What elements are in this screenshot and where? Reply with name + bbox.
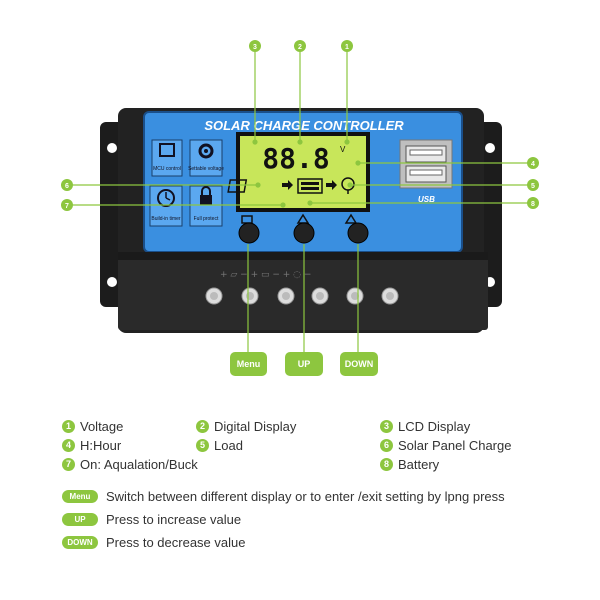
svg-text:DOWN: DOWN: [345, 359, 374, 369]
mcu-icon: [151, 139, 183, 177]
callout-1: 1: [341, 40, 353, 52]
terminal-screws: [205, 287, 399, 305]
svg-text:8: 8: [531, 201, 535, 208]
callout-8: 8: [527, 197, 539, 209]
timer-label: Build-in timer: [151, 216, 181, 222]
legend-text-load: Load: [214, 438, 243, 453]
lcd-arrow-icon-2: [326, 180, 337, 190]
protect-label: Full protect: [194, 216, 219, 222]
note-text-down: Press to decrease value: [106, 535, 246, 550]
lcd-unit: V: [340, 145, 346, 154]
callout-7: 7: [61, 199, 73, 211]
lcd-battery-icon: [297, 178, 323, 194]
legend-item-hour: 4 H:Hour: [62, 438, 121, 453]
svg-text:7: 7: [65, 203, 69, 210]
right-top-mount-hole: [485, 143, 495, 153]
legend-text-aqualation: On: Aqualation/Buck: [80, 457, 198, 472]
lcd-screen: [236, 132, 370, 212]
legend-num-5: 5: [196, 439, 209, 452]
voltage-label: Settable voltage: [188, 166, 224, 172]
up-tag: UP: [285, 352, 323, 376]
legend-item-load: 5 Load: [196, 438, 243, 453]
menu-physical-button[interactable]: [238, 222, 260, 244]
callout-6: 6: [61, 179, 73, 191]
down-tag: DOWN: [340, 352, 378, 376]
terminal-block: [118, 252, 488, 330]
legend-num-2: 2: [196, 420, 209, 433]
lcd-value: 88.8: [262, 142, 329, 175]
svg-text:1: 1: [345, 44, 349, 51]
legend-text-battery: Battery: [398, 457, 440, 472]
note-menu: Menu Switch between different display or…: [62, 489, 505, 504]
legend-item-battery: 8 Battery: [380, 457, 439, 472]
svg-text:5: 5: [531, 183, 535, 190]
legend-text-digital-display: Digital Display: [214, 419, 297, 434]
legend-item-aqualation: 7 On: Aqualation/Buck: [62, 457, 198, 472]
terminal-symbols: + ▱ − + ▭ − + ◌ −: [220, 270, 311, 280]
lcd-arrow-icon: [282, 180, 293, 190]
legend-item-voltage: 1 Voltage: [62, 419, 123, 434]
legend-item-digital-display: 2 Digital Display: [196, 419, 296, 434]
svg-text:6: 6: [65, 183, 69, 190]
legend-text-solar-panel-charge: Solar Panel Charge: [398, 438, 512, 453]
callout-5: 5: [527, 179, 539, 191]
svg-text:Menu: Menu: [237, 359, 261, 369]
timer-clock-icon: [149, 185, 183, 227]
protect-lock-icon: [189, 185, 223, 227]
legend-text-hour: H:Hour: [80, 438, 122, 453]
legend-num-4: 4: [62, 439, 75, 452]
legend-item-lcd-display: 3 LCD Display: [380, 419, 470, 434]
note-tag-menu: Menu: [62, 490, 98, 503]
left-bottom-mount-hole: [107, 277, 117, 287]
usb-label: USB: [418, 195, 435, 204]
legend-text-voltage: Voltage: [80, 419, 124, 434]
down-physical-button[interactable]: [347, 222, 369, 244]
legend-text-lcd-display: LCD Display: [398, 419, 471, 434]
legend-item-solar-panel-charge: 6 Solar Panel Charge: [380, 438, 511, 453]
note-up: UP Press to increase value: [62, 512, 241, 527]
note-down: DOWN Press to decrease value: [62, 535, 245, 550]
legend-num-8: 8: [380, 458, 393, 471]
note-tag-up: UP: [62, 513, 98, 526]
note-tag-down: DOWN: [62, 536, 98, 549]
menu-tag: Menu: [230, 352, 267, 376]
legend-num-3: 3: [380, 420, 393, 433]
up-physical-button[interactable]: [293, 222, 315, 244]
lcd-solar-panel-icon: [227, 179, 248, 193]
svg-text:UP: UP: [298, 359, 311, 369]
legend-num-1: 1: [62, 420, 75, 433]
callout-3: 3: [249, 40, 261, 52]
mcu-label: MCU control: [153, 166, 181, 172]
legend-num-7: 7: [62, 458, 75, 471]
callout-4: 4: [527, 157, 539, 169]
note-text-up: Press to increase value: [106, 512, 242, 527]
svg-text:4: 4: [531, 161, 535, 168]
note-text-menu: Switch between different display or to e…: [106, 489, 505, 504]
svg-text:3: 3: [253, 44, 257, 51]
device-title: SOLAR CHARGE CONTROLLER: [204, 118, 404, 133]
svg-text:2: 2: [298, 44, 302, 51]
legend-num-6: 6: [380, 439, 393, 452]
left-top-mount-hole: [107, 143, 117, 153]
callout-2: 2: [294, 40, 306, 52]
